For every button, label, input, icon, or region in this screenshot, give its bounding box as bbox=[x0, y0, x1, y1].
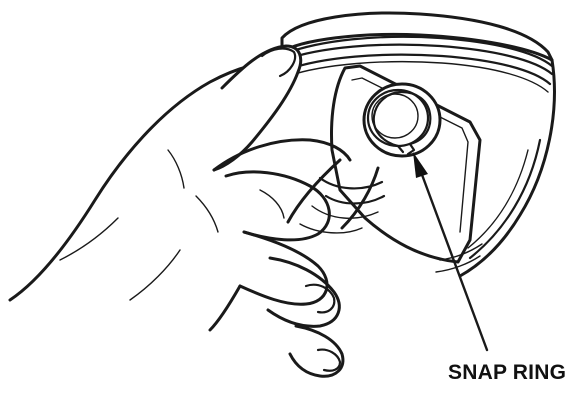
leader-line bbox=[421, 172, 487, 350]
snap-ring-label: SNAP RING bbox=[448, 361, 566, 384]
ring-groove-3 bbox=[286, 55, 550, 84]
knuckle-crease-2 bbox=[196, 196, 218, 232]
middle-finger bbox=[240, 232, 327, 304]
rod-end-ring-3 bbox=[312, 206, 378, 218]
rod-end-ring-2 bbox=[326, 196, 384, 204]
rod-body-left bbox=[288, 160, 340, 222]
piston bbox=[282, 13, 554, 276]
hand bbox=[10, 46, 350, 376]
index-finger-crease bbox=[260, 190, 284, 218]
leader-arrowhead bbox=[413, 152, 428, 178]
ring-finger bbox=[268, 258, 339, 326]
forearm-line-2 bbox=[130, 250, 180, 300]
wrist-lower-contour bbox=[210, 286, 240, 330]
little-fingernail bbox=[318, 350, 340, 371]
knuckle-crease-1 bbox=[168, 150, 184, 188]
snap-ring-callout: SNAP RING bbox=[413, 152, 566, 384]
thumb bbox=[214, 46, 301, 170]
rod-end-shadow bbox=[300, 224, 362, 233]
